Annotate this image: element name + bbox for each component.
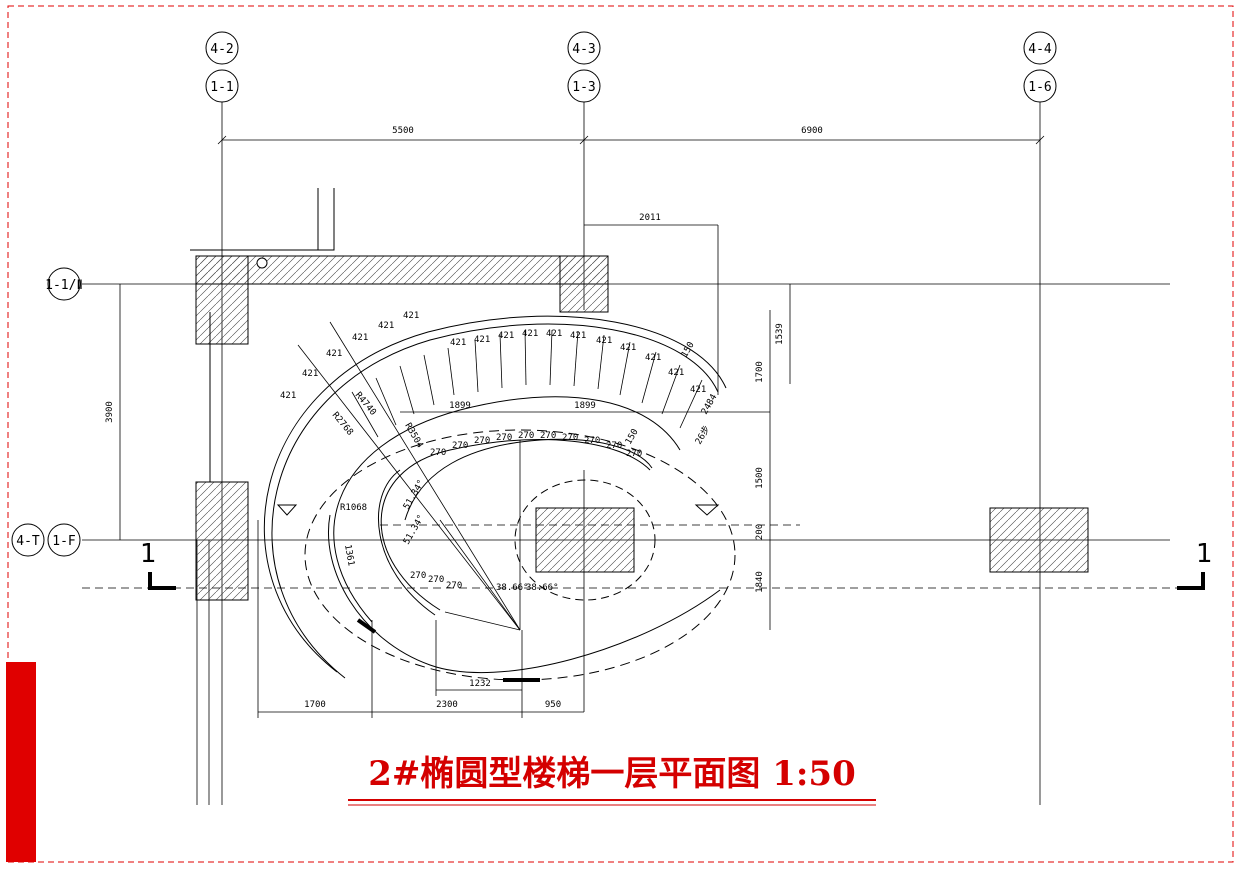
- svg-text:421: 421: [326, 349, 342, 359]
- radius-labels: R4740 R2768 R3504 R1068 1361 51.34° 51.3…: [330, 340, 720, 593]
- svg-text:4-4: 4-4: [1028, 42, 1052, 57]
- tread-lines: [297, 321, 703, 631]
- svg-text:R3504: R3504: [402, 422, 424, 450]
- svg-text:2484: 2484: [700, 393, 720, 417]
- grid-bubble-4-T-1-F: 4-T 1-F: [11, 523, 81, 557]
- svg-text:4-2: 4-2: [210, 42, 233, 57]
- dim-1539: 1539: [775, 323, 785, 345]
- svg-text:421: 421: [570, 331, 586, 341]
- section-marker-right: 1: [1177, 539, 1213, 590]
- svg-text:421: 421: [450, 338, 466, 348]
- svg-text:421: 421: [403, 311, 419, 321]
- svg-text:1361: 1361: [342, 544, 356, 567]
- svg-text:270: 270: [626, 449, 642, 459]
- svg-text:270: 270: [430, 448, 446, 458]
- right-dim-lines: [769, 284, 791, 630]
- grid-bubble-4-2: 4-2 1-1: [205, 31, 239, 103]
- section-marker-left: 1: [140, 539, 176, 590]
- svg-text:270: 270: [562, 433, 578, 443]
- dim-6900: 6900: [801, 126, 823, 136]
- grid-bubble-1-1-II: 1-1/Ⅱ: [45, 267, 83, 301]
- svg-text:26步: 26步: [693, 424, 712, 447]
- drawing-title: 2#椭圆型楼梯一层平面图 1:50: [368, 754, 856, 794]
- svg-text:270: 270: [606, 441, 622, 451]
- svg-text:1-3: 1-3: [572, 80, 595, 95]
- wall-left: [195, 312, 249, 601]
- dim-1899-b: 1899: [574, 401, 596, 411]
- svg-text:270: 270: [428, 575, 444, 585]
- svg-text:421: 421: [596, 336, 612, 346]
- svg-text:421: 421: [302, 369, 318, 379]
- svg-text:1: 1: [140, 539, 157, 569]
- level-mark-right: [694, 504, 720, 516]
- wall-top: [190, 188, 609, 345]
- svg-text:421: 421: [378, 321, 394, 331]
- svg-text:421: 421: [690, 385, 706, 395]
- svg-text:421: 421: [546, 329, 562, 339]
- svg-text:421: 421: [645, 353, 661, 363]
- svg-text:421: 421: [668, 368, 684, 378]
- column-center: [535, 507, 635, 573]
- dim-2300: 2300: [436, 700, 458, 710]
- svg-text:1: 1: [1196, 539, 1213, 569]
- dashed-inner-ellipse: [514, 479, 656, 601]
- svg-text:270: 270: [496, 433, 512, 443]
- svg-text:1-6: 1-6: [1028, 80, 1051, 95]
- outer-tread-labels: 421 421 421 421 421 421 421 421 421 421 …: [280, 311, 706, 401]
- level-mark-left: [276, 504, 298, 516]
- inner-tread-labels: 270 270 270 270 270 270 270 270 270 270 …: [410, 431, 642, 591]
- svg-text:421: 421: [498, 331, 514, 341]
- svg-text:270: 270: [540, 431, 556, 441]
- svg-text:R1068: R1068: [340, 503, 367, 513]
- dim-3900: 3900: [105, 401, 115, 423]
- svg-text:1-1: 1-1: [210, 80, 233, 95]
- svg-text:270: 270: [474, 436, 490, 446]
- svg-text:R2768: R2768: [330, 411, 355, 438]
- svg-text:421: 421: [522, 329, 538, 339]
- dim-2011-lines: [584, 224, 719, 395]
- dim-950: 950: [545, 700, 561, 710]
- svg-text:R4740: R4740: [353, 391, 378, 418]
- svg-text:270: 270: [446, 581, 462, 591]
- left-mark: [356, 618, 377, 634]
- dim-1700-right: 1700: [755, 361, 765, 383]
- bottom-dim-lines: [257, 520, 584, 718]
- svg-text:421: 421: [474, 335, 490, 345]
- drawing-frame: [7, 5, 1234, 863]
- top-dimension: [217, 135, 1045, 145]
- svg-text:1-1/Ⅱ: 1-1/Ⅱ: [45, 278, 83, 293]
- svg-text:4-T: 4-T: [16, 534, 40, 549]
- dim-5500: 5500: [392, 126, 414, 136]
- column-right: [989, 507, 1089, 573]
- svg-text:38.66°: 38.66°: [526, 583, 559, 593]
- svg-text:270: 270: [452, 441, 468, 451]
- red-side-bar: [6, 662, 36, 862]
- dim-200: 200: [755, 524, 765, 540]
- dim-1500: 1500: [755, 467, 765, 489]
- svg-text:150: 150: [680, 340, 697, 359]
- dim-2011: 2011: [639, 213, 661, 223]
- dim-1232: 1232: [469, 679, 491, 689]
- svg-text:270: 270: [410, 571, 426, 581]
- svg-text:421: 421: [352, 333, 368, 343]
- svg-text:1-F: 1-F: [52, 534, 76, 549]
- svg-text:270: 270: [584, 436, 600, 446]
- dim-1700-bottom: 1700: [304, 700, 326, 710]
- svg-text:4-3: 4-3: [572, 42, 595, 57]
- svg-text:270: 270: [518, 431, 534, 441]
- svg-text:421: 421: [620, 343, 636, 353]
- dashed-ellipse: [304, 429, 736, 681]
- svg-text:421: 421: [280, 391, 296, 401]
- dim-1840: 1840: [755, 571, 765, 593]
- svg-text:150: 150: [624, 427, 641, 446]
- svg-text:38.66°: 38.66°: [496, 583, 529, 593]
- grid-bubble-4-3: 4-3 1-3: [567, 31, 601, 103]
- grid-bubble-4-4: 4-4 1-6: [1023, 31, 1057, 103]
- dim-1899-a: 1899: [449, 401, 471, 411]
